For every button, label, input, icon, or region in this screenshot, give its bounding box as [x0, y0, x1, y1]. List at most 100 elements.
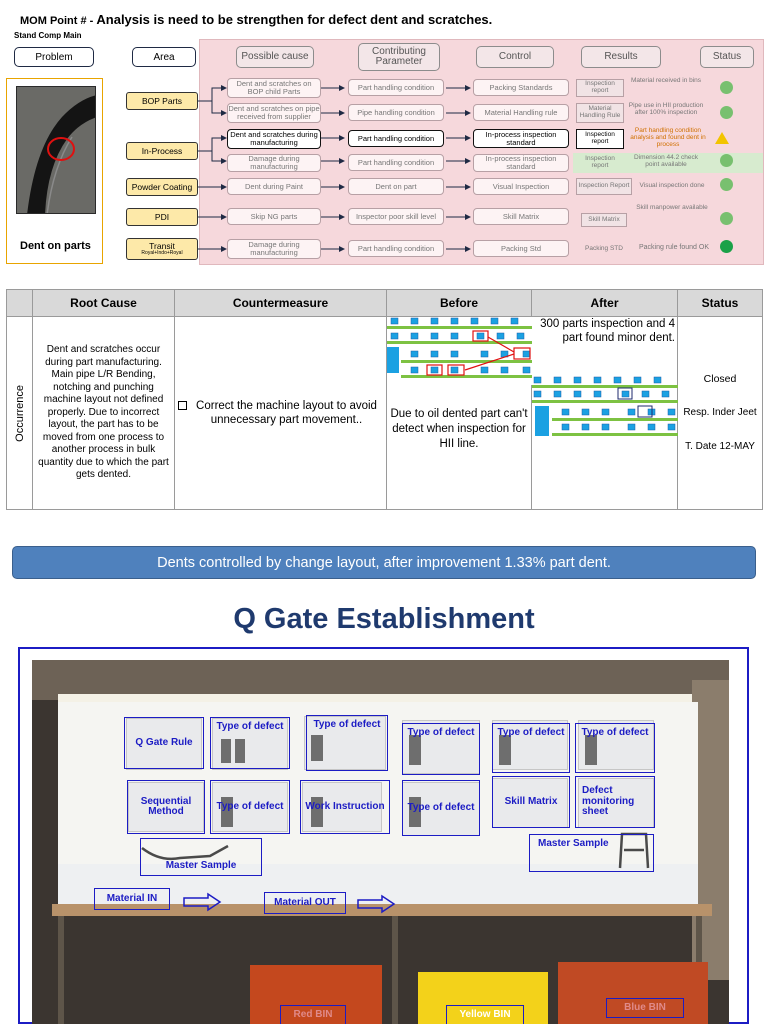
param-1: Part handling condition — [348, 79, 444, 96]
sheet — [402, 720, 480, 774]
before-header: Before — [386, 288, 532, 318]
type-of-defect-label: Type of defect — [306, 715, 388, 771]
result-box-6: Skill Matrix — [581, 213, 627, 227]
stand-label: Stand Comp Main — [14, 31, 82, 40]
after-cell: 300 parts inspection and 4 part found mi… — [531, 316, 678, 510]
cause-7: Damage during manufacturing — [227, 239, 321, 259]
defect-monitoring-label: Defect monitoring sheet — [575, 776, 655, 828]
result-box-2: Material Handling Rule — [576, 103, 624, 123]
results-header: Results — [581, 46, 661, 68]
status-dot-2 — [720, 106, 733, 119]
sheet — [578, 720, 654, 770]
blue-bin-label: Blue BIN — [606, 998, 684, 1018]
master-sample-label: Master Sample — [529, 834, 654, 872]
transit-label: Transit — [149, 241, 175, 252]
result-text-6: Skill manpower available — [636, 204, 708, 211]
status-header: Status — [700, 46, 754, 68]
type-of-defect-label: Type of defect — [402, 723, 480, 775]
countermeasure-header: Countermeasure — [174, 288, 387, 318]
material-in-label: Material IN — [94, 888, 170, 910]
cause-6: Skip NG parts — [227, 208, 321, 225]
status-closed: Closed — [703, 372, 737, 385]
row-label-cell: Occurrence — [6, 316, 33, 510]
before-layout-diagram — [387, 317, 532, 386]
qgate-title: Q Gate Establishment — [233, 603, 535, 635]
problem-frame — [6, 78, 103, 264]
control-7: Packing Std — [473, 240, 569, 257]
param-7: Part handling condition — [348, 240, 444, 257]
flow-arrows — [198, 85, 471, 252]
result-text-7: Packing rule found OK — [638, 244, 710, 251]
table-row: Occurrence Dent and scratches occur duri… — [6, 316, 763, 510]
yellow-bin-label: Yellow BIN — [446, 1005, 524, 1024]
analysis-background — [199, 39, 764, 265]
param-5: Dent on part — [348, 178, 444, 195]
material-out-label: Material OUT — [264, 892, 346, 914]
arrow-right-icon — [357, 894, 396, 914]
status-dot-7 — [720, 240, 733, 253]
area-transit: Transit Royal+Indo+Royal — [126, 238, 198, 260]
result-box-1: Inspection report — [576, 79, 624, 97]
sheet — [212, 782, 288, 832]
qgate-rule-label: Q Gate Rule — [124, 717, 204, 769]
master-sample-pipe — [141, 844, 229, 861]
result-text-2: Pipe use in HII production after 100% in… — [628, 102, 704, 117]
red-bin — [250, 965, 382, 1024]
type-of-defect-label: Type of defect — [402, 780, 480, 836]
occurrence-label: Occurrence — [13, 384, 26, 442]
area-powder-coating: Powder Coating — [126, 178, 198, 196]
control-1: Packing Standards — [473, 79, 569, 96]
yellow-bin — [418, 972, 548, 1024]
result-banner: Dents controlled by change layout, after… — [12, 546, 756, 579]
analysis-flow-panel: Dent on parts Problem Area Possible caus… — [6, 30, 764, 266]
photo-light — [58, 694, 698, 702]
result-text-4: Dimension 44.2 check point available — [634, 154, 698, 169]
table-surface — [58, 864, 698, 904]
control-6: Skill Matrix — [473, 208, 569, 225]
type-of-defect-label: Type of defect — [210, 717, 290, 769]
sheet — [304, 716, 386, 770]
status-dot-1 — [720, 81, 733, 94]
area-in-process: In-Process — [126, 142, 198, 160]
root-cause-header: Root Cause — [32, 288, 175, 318]
table-header-row: Root Cause Countermeasure Before After S… — [6, 288, 763, 318]
before-text: Due to oil dented part can't detect when… — [390, 408, 528, 450]
sheet — [128, 782, 204, 832]
before-cell: Due to oil dented part can't detect when… — [386, 316, 532, 510]
sheet — [126, 718, 202, 770]
warning-icon — [715, 132, 729, 144]
highlight-band — [573, 153, 763, 173]
area-header: Area — [132, 47, 196, 67]
red-bin-label: Red BIN — [280, 1005, 346, 1024]
countermeasure-text: Correct the machine layout to avoid unne… — [196, 399, 377, 427]
status-resp: Resp. Inder Jeet — [683, 407, 757, 419]
table-leg — [392, 916, 398, 1024]
status-dot-5 — [720, 178, 733, 191]
mom-title: MOM Point # - Analysis is need to be str… — [20, 12, 492, 27]
status-cell: Closed Resp. Inder Jeet T. Date 12-MAY — [677, 316, 763, 510]
dent-photo — [16, 86, 96, 214]
cause-2: Dent and scratches on pipe received from… — [227, 103, 321, 123]
photo-ceiling — [32, 660, 729, 700]
checkbox-icon — [178, 400, 187, 410]
result-box-5: Inspection Report — [576, 178, 632, 195]
sheet — [302, 782, 382, 832]
work-instruction-label: Work Instruction — [300, 780, 390, 834]
skill-matrix-label: Skill Matrix — [492, 776, 570, 828]
result-box-4: Inspection report — [585, 155, 615, 169]
countermeasure-cell: Correct the machine layout to avoid unne… — [174, 316, 387, 510]
mom-label: MOM Point # - — [20, 15, 97, 27]
table-leg — [58, 916, 64, 1024]
type-of-defect-label: Type of defect — [210, 780, 290, 834]
result-text-3: Part handling condition analysis and fou… — [630, 127, 706, 149]
control-5: Visual Inspection — [473, 178, 569, 195]
possible-cause-header: Possible cause — [236, 46, 314, 68]
master-sample-label: Master Sample — [140, 838, 262, 876]
param-4: Part handling condition — [348, 154, 444, 171]
result-box-7: Packing STD — [585, 244, 623, 252]
arrow-right-icon — [183, 892, 222, 912]
control-2: Material Handling rule — [473, 104, 569, 121]
status-dot-6 — [720, 212, 733, 225]
mom-text: Analysis is need to be strengthen for de… — [96, 12, 493, 27]
control-4: In-process inspection standard — [473, 154, 569, 172]
